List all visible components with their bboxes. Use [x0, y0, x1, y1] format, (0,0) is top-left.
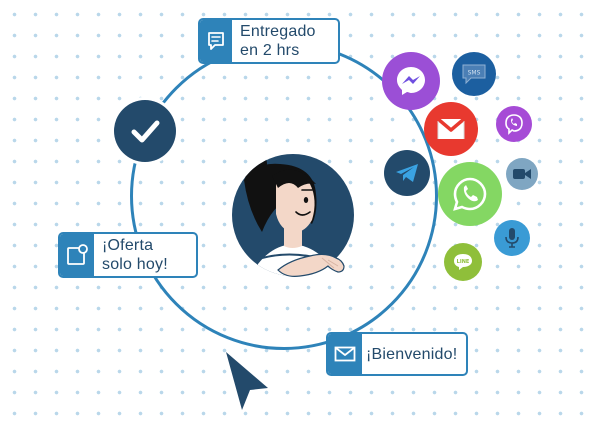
envelope-icon [328, 334, 362, 374]
welcome-message-text: ¡Bienvenido! [366, 345, 458, 363]
whatsapp-icon [438, 162, 502, 226]
chat-note-icon [200, 20, 232, 62]
viber-icon [496, 106, 532, 142]
delivered-message-bubble: Entregado en 2 hrs [198, 18, 340, 64]
notification-icon [60, 234, 94, 276]
messenger-icon [382, 52, 440, 110]
offer-message-bubble: ¡Oferta solo hoy! [58, 232, 198, 278]
agent-hand [277, 253, 345, 277]
cycle-arrowhead [226, 352, 268, 410]
sms-icon: SMS [452, 52, 496, 96]
telegram-icon [384, 150, 430, 196]
delivered-message-text: Entregado en 2 hrs [240, 23, 316, 59]
offer-message-text: ¡Oferta solo hoy! [102, 237, 168, 273]
welcome-message-bubble: ¡Bienvenido! [326, 332, 468, 376]
svg-text:LINE: LINE [457, 259, 470, 265]
agent-avatar [232, 154, 354, 276]
line-icon: LINE [444, 243, 482, 281]
delivered-check-badge [114, 100, 176, 162]
video-camera-icon [506, 158, 538, 190]
gmail-icon [424, 102, 478, 156]
check-icon [131, 120, 160, 143]
svg-text:SMS: SMS [468, 70, 481, 77]
microphone-icon [494, 220, 530, 256]
